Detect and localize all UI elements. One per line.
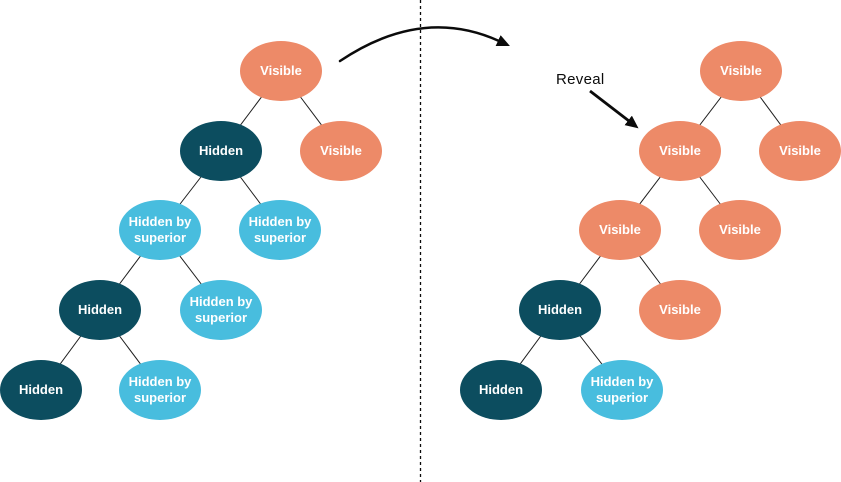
node-label: Hidden by superior: [128, 373, 192, 405]
right-tree-node-l3-left: Hidden: [519, 280, 601, 340]
right-tree-node-l3-right: Visible: [639, 280, 721, 340]
node-label: Hidden: [77, 301, 123, 317]
node-label: Visible: [320, 142, 362, 158]
left-tree-node-l4-right: Hidden by superior: [119, 360, 201, 420]
node-label: Visible: [720, 62, 762, 78]
left-tree-node-l3-right: Hidden by superior: [180, 280, 262, 340]
node-label: Visible: [779, 142, 821, 158]
right-tree-node-l2-right: Visible: [699, 200, 781, 260]
left-tree-node-l2-right: Hidden by superior: [239, 200, 321, 260]
right-tree-node-root: Visible: [700, 41, 782, 101]
node-label: Hidden by superior: [189, 293, 253, 325]
node-label: Hidden by superior: [248, 213, 312, 245]
right-tree-node-l4-right: Hidden by superior: [581, 360, 663, 420]
node-label: Visible: [260, 62, 302, 78]
left-tree-node-l2-left: Hidden by superior: [119, 200, 201, 260]
node-label: Hidden by superior: [128, 213, 192, 245]
node-label: Hidden: [18, 381, 64, 397]
node-label: Hidden: [478, 381, 524, 397]
left-tree-node-l1-right: Visible: [300, 121, 382, 181]
right-tree-node-l4-left: Hidden: [460, 360, 542, 420]
right-tree-node-l1-left-revealed: Visible: [639, 121, 721, 181]
node-label: Visible: [599, 221, 641, 237]
left-tree-node-l4-left: Hidden: [0, 360, 82, 420]
transform-curved-arrow-icon: [338, 26, 510, 63]
reveal-arrow-icon: [589, 89, 639, 129]
left-tree-node-root: Visible: [240, 41, 322, 101]
node-label: Hidden by superior: [590, 373, 654, 405]
node-label: Visible: [659, 142, 701, 158]
node-label: Hidden: [537, 301, 583, 317]
left-tree-node-l1-left: Hidden: [180, 121, 262, 181]
node-label: Visible: [719, 221, 761, 237]
right-tree-node-l1-right: Visible: [759, 121, 841, 181]
reveal-annotation-label: Reveal: [556, 71, 605, 88]
right-tree-node-l2-left: Visible: [579, 200, 661, 260]
left-tree-node-l3-left: Hidden: [59, 280, 141, 340]
node-label: Hidden: [198, 142, 244, 158]
node-label: Visible: [659, 301, 701, 317]
